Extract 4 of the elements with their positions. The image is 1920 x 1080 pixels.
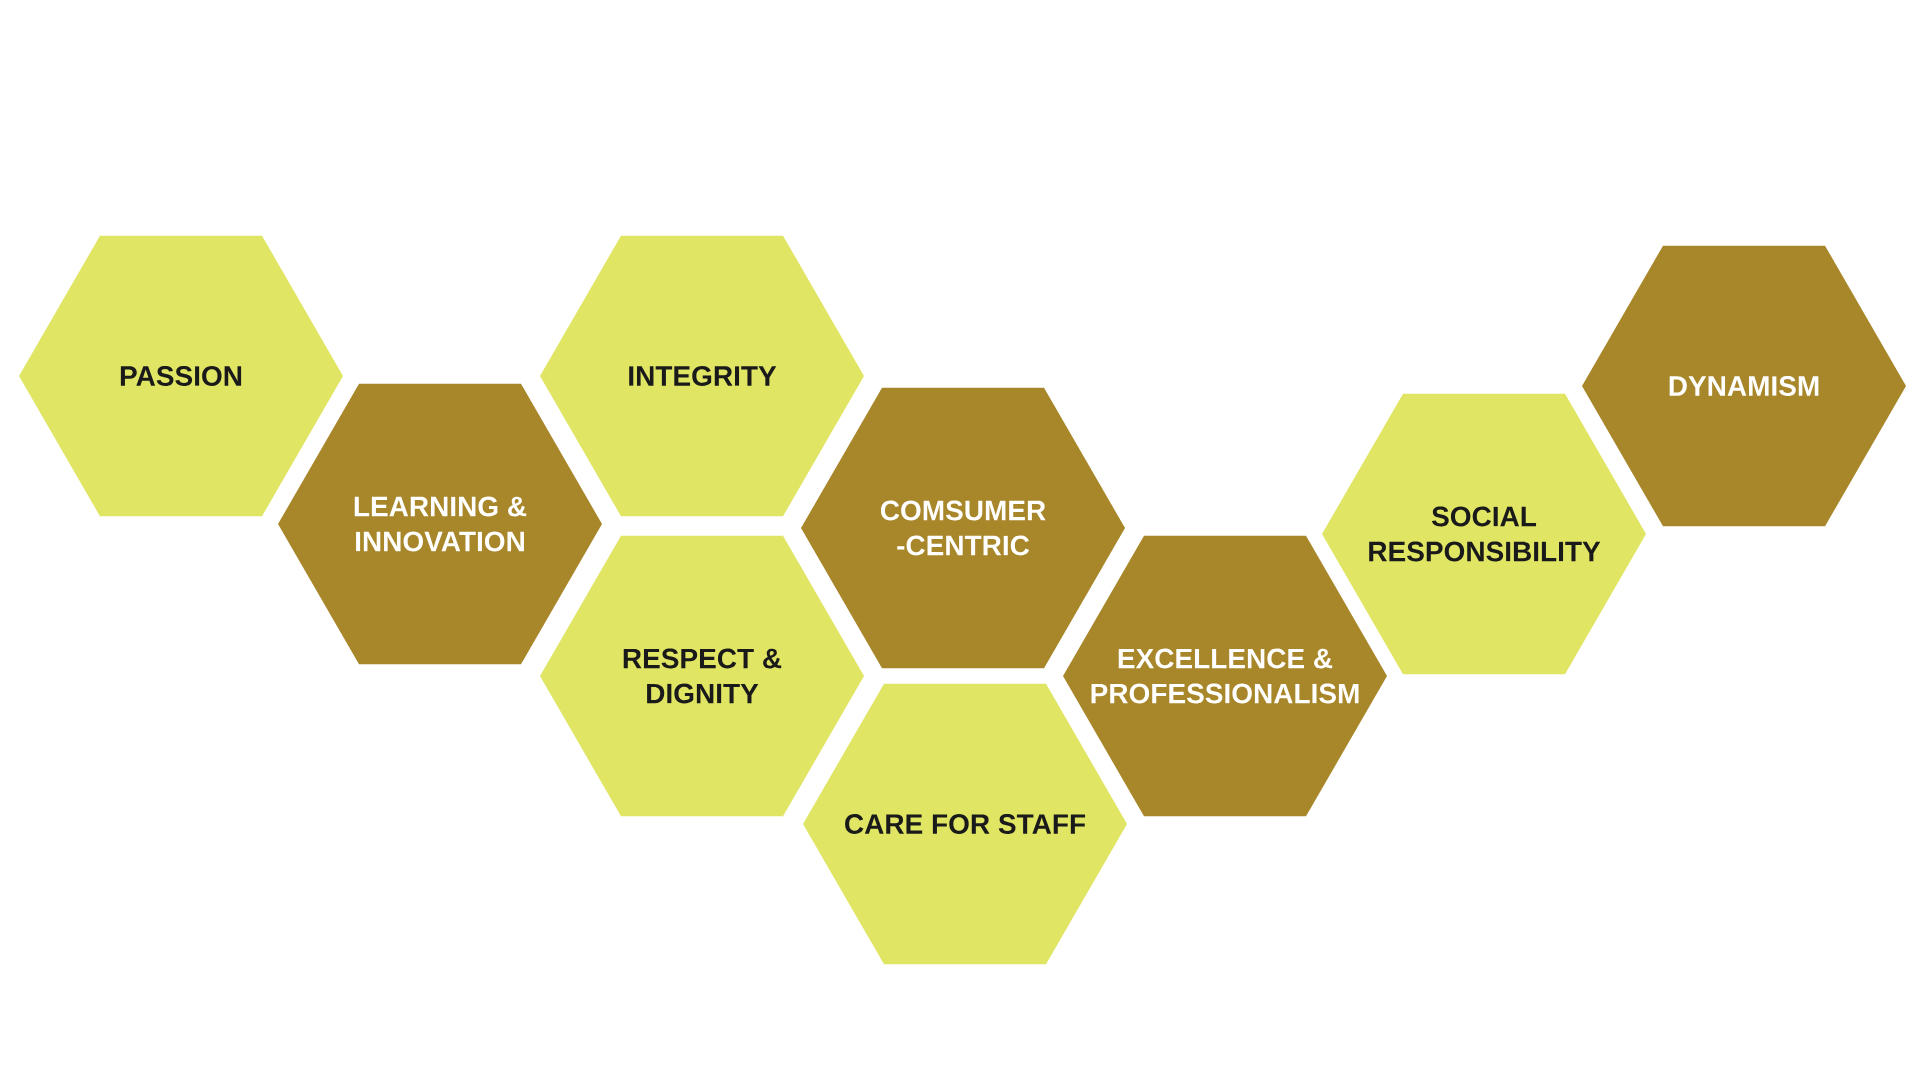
hexagon: INTEGRITY [540, 235, 864, 517]
hexagon: LEARNING & INNOVATION [278, 383, 602, 665]
hexagon: PASSION [19, 235, 343, 517]
hexagon: DYNAMISM [1582, 245, 1906, 527]
